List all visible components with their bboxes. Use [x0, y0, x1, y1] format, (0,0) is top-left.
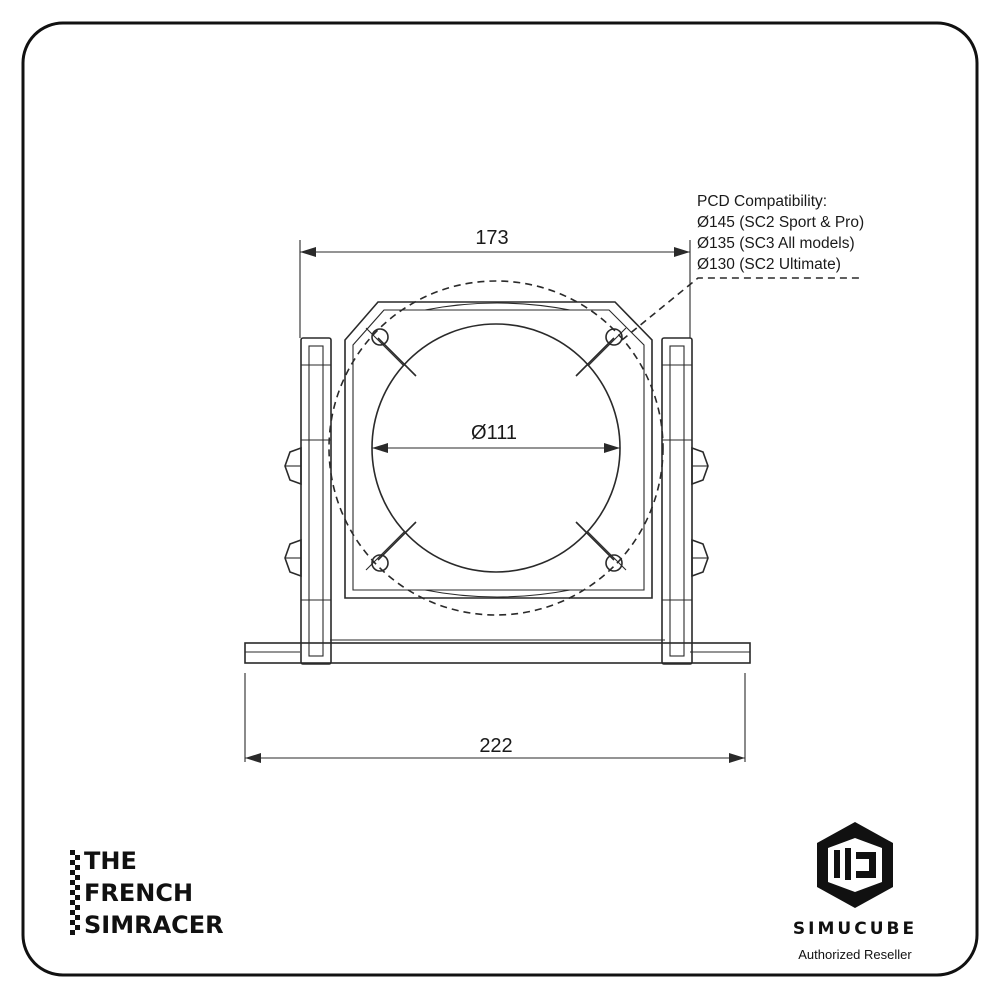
- dimension-173-label: 173: [475, 227, 508, 249]
- pcd-line-3: Ø130 (SC2 Ultimate): [697, 256, 841, 273]
- dimension-222-label: 222: [479, 735, 512, 757]
- simucube-hexagon-icon: [817, 822, 893, 908]
- logo-line-french: FRENCH: [84, 879, 193, 907]
- authorized-reseller-text: Authorized Reseller: [798, 947, 912, 962]
- dimension-173: 173: [299, 227, 691, 338]
- french-simracer-logo: THE FRENCH SIMRACER: [70, 847, 224, 939]
- wheel-mount-drawing: [244, 277, 860, 665]
- simucube-name: SIMUCUBE: [793, 919, 917, 939]
- right-side-bracket: [661, 337, 709, 665]
- left-side-bracket: [284, 337, 332, 665]
- logo-line-the: THE: [84, 847, 137, 875]
- dimension-111: Ø111: [372, 422, 620, 453]
- logo-line-simracer: SIMRACER: [84, 911, 224, 939]
- dimension-222: 222: [244, 673, 746, 763]
- drawing-frame: [21, 21, 979, 977]
- pcd-heading: PCD Compatibility:: [697, 193, 827, 210]
- pcd-circle: [328, 280, 664, 616]
- checkered-flag-icon: [70, 850, 80, 935]
- pcd-line-1: Ø145 (SC2 Sport & Pro): [697, 214, 864, 231]
- pcd-leader: [621, 277, 860, 341]
- pcd-note: PCD Compatibility: Ø145 (SC2 Sport & Pro…: [697, 193, 864, 273]
- pcd-line-2: Ø135 (SC3 All models): [697, 235, 855, 252]
- base-plate: [244, 642, 751, 664]
- dimension-111-label: Ø111: [471, 422, 517, 444]
- simucube-logo: SIMUCUBE Authorized Reseller: [793, 822, 917, 962]
